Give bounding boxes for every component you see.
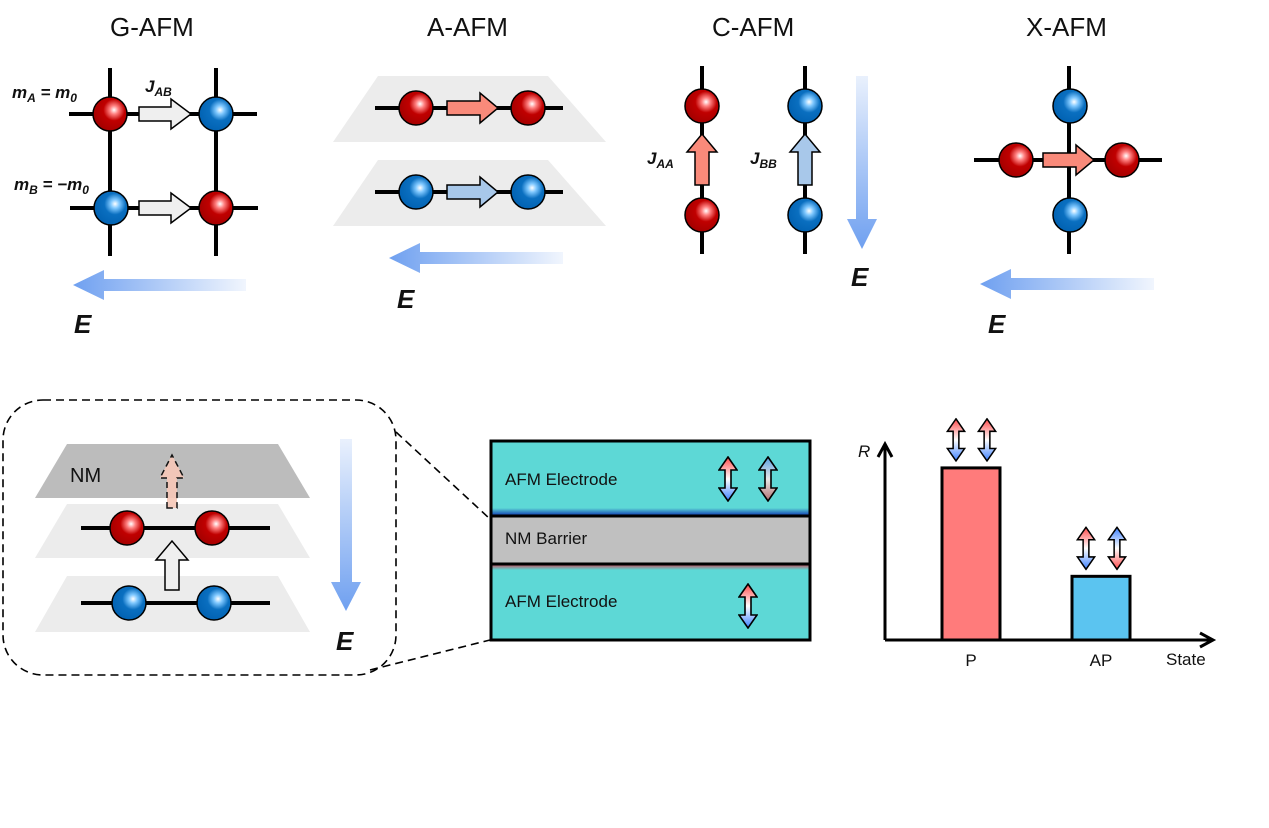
- c-afm-title: C-AFM: [712, 12, 794, 42]
- sublattice-b-atom: [787, 197, 823, 233]
- label-mA: mA = m0: [12, 83, 77, 105]
- g-afm-panel: G-AFM mA = m0 mB = −m0 JAB E: [12, 12, 258, 339]
- sublattice-a-atom: [109, 510, 145, 546]
- spin-down-icon: [1107, 526, 1127, 571]
- sublattice-a-atom: [92, 96, 128, 132]
- x-afm-panel: X-AFM E: [974, 12, 1162, 339]
- electric-field-arrow-icon: [389, 243, 563, 273]
- induced-moment-arrow-icon: [158, 453, 186, 509]
- x-axis-label: State: [1166, 650, 1206, 669]
- sublattice-a-atom: [194, 510, 230, 546]
- layer-plane: [35, 504, 310, 558]
- y-axis-label: R: [858, 442, 870, 461]
- sublattice-b-atom: [93, 190, 129, 226]
- sublattice-b-atom: [510, 174, 546, 210]
- exchange-arrow-icon: [138, 97, 193, 131]
- field-label: E: [336, 626, 354, 656]
- field-label: E: [74, 309, 92, 339]
- sublattice-a-atom: [1104, 142, 1140, 178]
- sublattice-b-atom: [398, 174, 434, 210]
- label-jaa: JAA: [647, 149, 674, 171]
- barrier-layer: [491, 517, 810, 563]
- tunnel-junction: AFM Electrode NM Barrier AFM Electrode: [489, 439, 812, 642]
- resistance-chart: R State P AP: [858, 418, 1217, 670]
- bar-p: [940, 466, 1002, 642]
- nm-label: NM: [70, 465, 101, 487]
- field-label: E: [988, 309, 1006, 339]
- zoom-connector-line: [395, 431, 491, 520]
- exchange-arrow-icon: [685, 132, 719, 186]
- a-afm-panel: A-AFM E: [333, 12, 606, 314]
- sublattice-b-atom: [198, 96, 234, 132]
- sublattice-b-atom: [111, 585, 147, 621]
- x-axis-arrowhead-icon: [1199, 631, 1217, 649]
- electric-field-arrow-icon: [847, 76, 877, 249]
- spin-up-icon: [946, 418, 966, 462]
- electric-field-arrow-icon: [980, 269, 1154, 299]
- interface-edge: [491, 564, 810, 570]
- exchange-arrow-icon: [446, 175, 500, 209]
- exchange-arrow-icon: [138, 191, 193, 225]
- barrier-label: NM Barrier: [505, 529, 588, 548]
- exchange-arrow-icon: [788, 132, 822, 186]
- field-label: E: [851, 262, 869, 292]
- label-jbb: JBB: [750, 149, 777, 171]
- sublattice-b-atom: [787, 88, 823, 124]
- top-electrode-label: AFM Electrode: [505, 470, 617, 489]
- sublattice-a-atom: [198, 190, 234, 226]
- sublattice-b-atom: [1052, 88, 1088, 124]
- zoom-connector-line: [369, 639, 491, 671]
- interface-edge: [491, 508, 810, 516]
- spin-up-icon: [1076, 526, 1096, 571]
- c-afm-panel: C-AFM JAA JBB E: [647, 12, 877, 292]
- spin-up-icon: [977, 418, 997, 462]
- top-electrode-layer: [491, 441, 810, 515]
- inset-panel: NM E: [2, 399, 491, 676]
- label-mB: mB = −m0: [14, 175, 89, 197]
- exchange-arrow-icon: [446, 91, 500, 125]
- exchange-arrow-icon: [154, 539, 190, 591]
- sublattice-a-atom: [398, 90, 434, 126]
- junction-border: [489, 439, 812, 642]
- sublattice-a-atom: [684, 88, 720, 124]
- x-afm-title: X-AFM: [1026, 12, 1107, 42]
- bar-ap: [1070, 574, 1132, 642]
- electric-field-arrow-icon: [331, 439, 361, 611]
- bottom-electrode-layer: [491, 570, 810, 640]
- y-axis-arrowhead-icon: [876, 440, 894, 458]
- sublattice-b-atom: [1052, 197, 1088, 233]
- bottom-electrode-label: AFM Electrode: [505, 592, 617, 611]
- sublattice-a-atom: [684, 197, 720, 233]
- label-jab: JAB: [145, 77, 172, 99]
- sublattice-a-atom: [998, 142, 1034, 178]
- sublattice-b-atom: [196, 585, 232, 621]
- electric-field-arrow-icon: [73, 270, 246, 300]
- sublattice-a-atom: [510, 90, 546, 126]
- tick-label-ap: AP: [1090, 651, 1113, 670]
- inset-dashed-border: [2, 399, 397, 676]
- tick-label-p: P: [965, 651, 976, 670]
- g-afm-title: G-AFM: [110, 12, 194, 42]
- field-label: E: [397, 284, 415, 314]
- a-afm-title: A-AFM: [427, 12, 508, 42]
- exchange-arrow-icon: [1042, 143, 1096, 177]
